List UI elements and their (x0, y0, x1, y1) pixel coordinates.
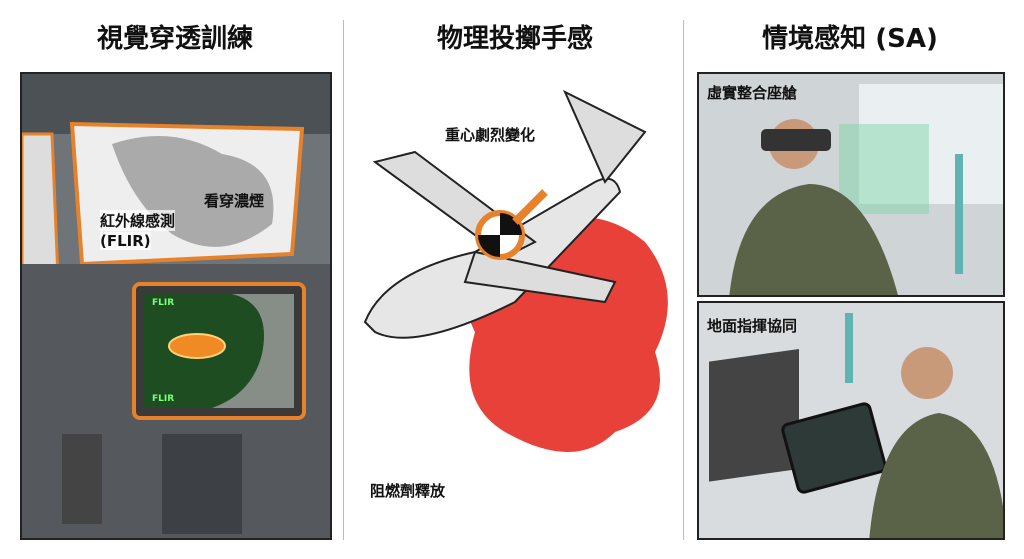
flir-label-line1: 紅外線感測 (100, 210, 176, 231)
cockpit-panel: FLIR FLIR 看穿濃煙 紅外線感測 (FLIR) (20, 72, 332, 540)
screen-label-bottom: FLIR (152, 394, 175, 404)
divider (683, 20, 684, 540)
section-title-physical: 物理投擲手感 (436, 24, 593, 54)
vr-label: 虛實整合座艙 (707, 84, 798, 102)
vr-illustration (729, 84, 1003, 295)
retardant-label: 阻燃劑釋放 (370, 482, 446, 500)
smoke-label: 看穿濃煙 (204, 192, 265, 210)
cockpit-illustration (22, 74, 330, 538)
section-title-sa: 情境感知 (SA) (762, 24, 938, 54)
vr-cockpit-panel: 虛實整合座艙 (697, 72, 1005, 297)
plane-illustration (363, 89, 668, 452)
ground-command-panel: 地面指揮協同 (697, 301, 1005, 540)
ground-illustration (709, 313, 1003, 538)
plane-illustration-area: 重心劇烈變化 阻燃劑釋放 (355, 72, 675, 540)
ground-label: 地面指揮協同 (707, 317, 798, 335)
flir-label-line2: (FLIR) (100, 232, 151, 250)
divider (343, 20, 344, 540)
cg-label: 重心劇烈變化 (445, 126, 536, 144)
screen-label-top: FLIR (152, 298, 175, 308)
section-title-visual: 視覺穿透訓練 (96, 24, 253, 54)
